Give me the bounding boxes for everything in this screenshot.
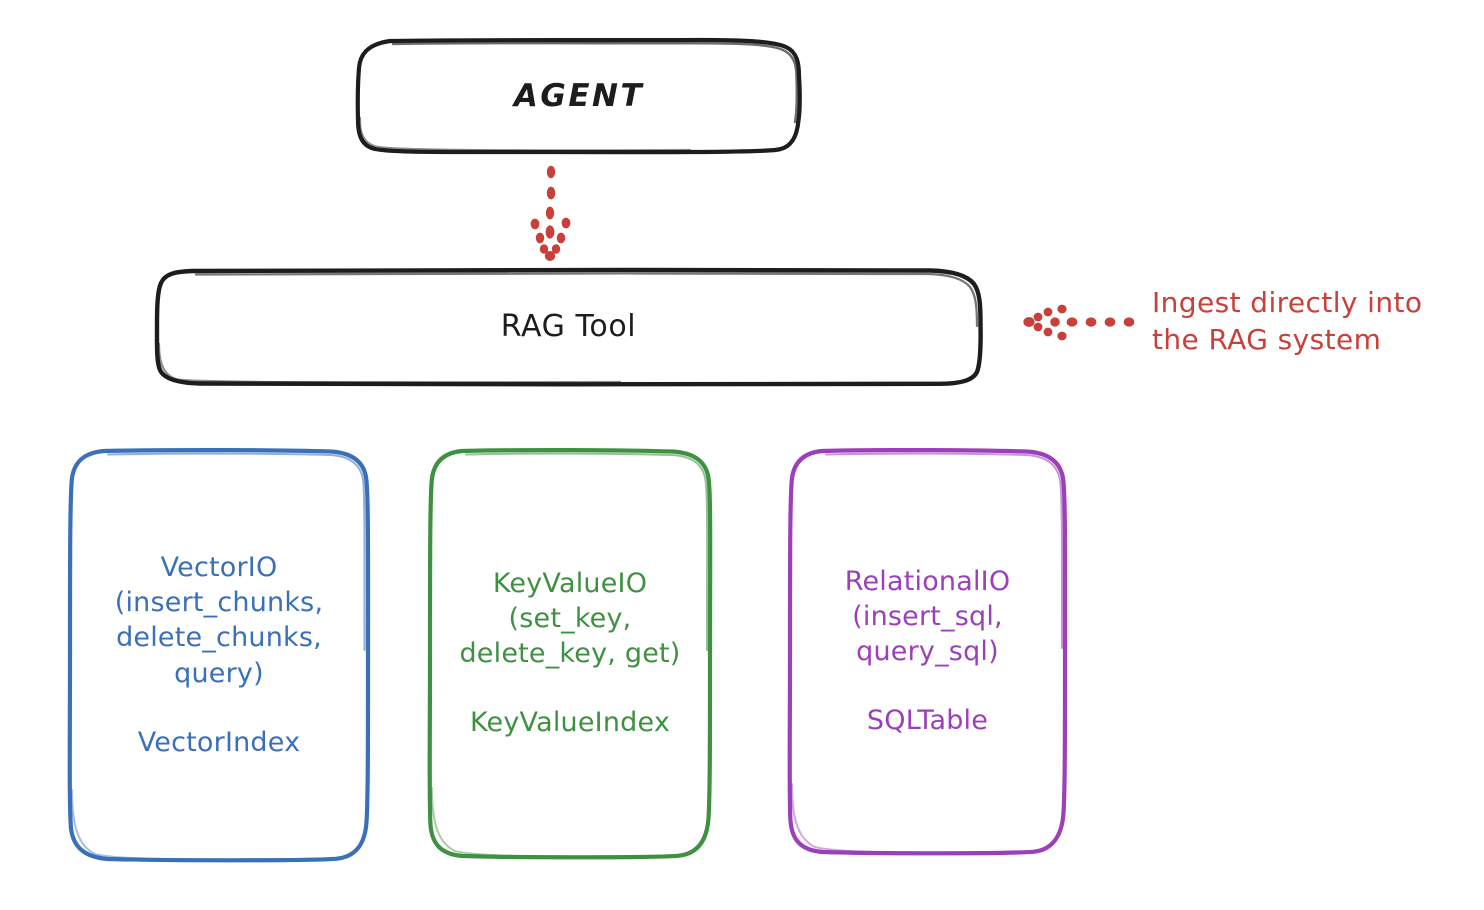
ingest-annotation-arrow (1023, 304, 1135, 341)
rag-tool-node-shape[interactable] (154, 267, 983, 387)
vector-io-node-shape[interactable] (67, 447, 371, 863)
ingest-annotation-label: Ingest directly into the RAG system (1152, 286, 1423, 357)
relational-io-node-shape[interactable] (787, 447, 1068, 856)
key-value-io-node-shape[interactable] (427, 447, 713, 860)
agent-node-shape[interactable] (355, 37, 802, 155)
agent-to-rag-tool-arrow (530, 165, 571, 261)
